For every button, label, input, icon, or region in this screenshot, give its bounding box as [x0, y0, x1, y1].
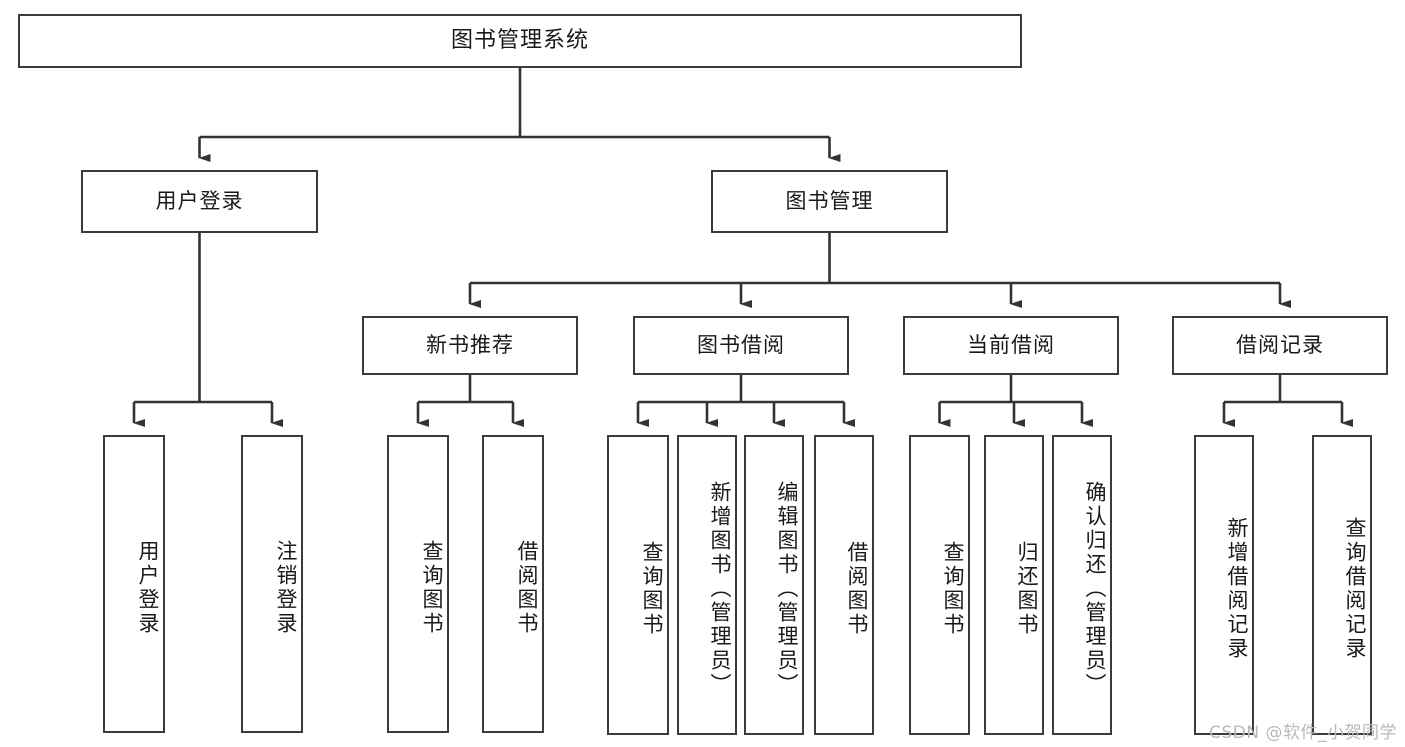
node-label: 编辑图书（管理员） — [775, 481, 799, 697]
node-l9: 查询图书 — [909, 435, 970, 735]
node-label: 借阅图书 — [515, 540, 539, 636]
node-l11: 确认归还（管理员） — [1052, 435, 1112, 735]
node-label: 用户登录 — [155, 188, 244, 213]
node-n0: 图书管理系统 — [18, 14, 1022, 68]
node-label: 新书推荐 — [426, 332, 514, 357]
node-l12: 新增借阅记录 — [1194, 435, 1254, 735]
node-label: 查询图书 — [420, 540, 444, 636]
node-l7: 编辑图书（管理员） — [744, 435, 804, 735]
node-label: 注销登录 — [274, 540, 298, 636]
node-label: 查询图书 — [640, 541, 664, 637]
node-n2: 图书管理 — [711, 170, 948, 233]
node-l3: 查询图书 — [387, 435, 449, 733]
node-l8: 借阅图书 — [814, 435, 874, 735]
node-label: 借阅记录 — [1236, 332, 1324, 357]
node-l10: 归还图书 — [984, 435, 1044, 735]
node-n6: 借阅记录 — [1172, 316, 1388, 375]
node-l2: 注销登录 — [241, 435, 303, 733]
node-n5: 当前借阅 — [903, 316, 1119, 375]
node-label: 图书管理 — [785, 188, 874, 213]
node-label: 用户登录 — [136, 540, 160, 636]
node-l1: 用户登录 — [103, 435, 165, 733]
node-label: 当前借阅 — [967, 332, 1055, 357]
node-n3: 新书推荐 — [362, 316, 578, 375]
node-label: 图书管理系统 — [450, 27, 589, 53]
node-label: 借阅图书 — [845, 541, 869, 637]
node-l13: 查询借阅记录 — [1312, 435, 1372, 735]
node-label: 归还图书 — [1015, 541, 1039, 637]
node-label: 查询借阅记录 — [1343, 517, 1367, 661]
node-n1: 用户登录 — [81, 170, 318, 233]
node-label: 查询图书 — [941, 541, 965, 637]
node-l4: 借阅图书 — [482, 435, 544, 733]
node-l6: 新增图书（管理员） — [677, 435, 737, 735]
watermark-text: CSDN @软件_小贺同学 — [1209, 723, 1397, 743]
node-label: 新增借阅记录 — [1225, 517, 1249, 661]
node-l5: 查询图书 — [607, 435, 669, 735]
node-label: 确认归还（管理员） — [1083, 481, 1107, 697]
node-label: 图书借阅 — [697, 332, 785, 357]
node-label: 新增图书（管理员） — [708, 481, 732, 697]
node-n4: 图书借阅 — [633, 316, 849, 375]
